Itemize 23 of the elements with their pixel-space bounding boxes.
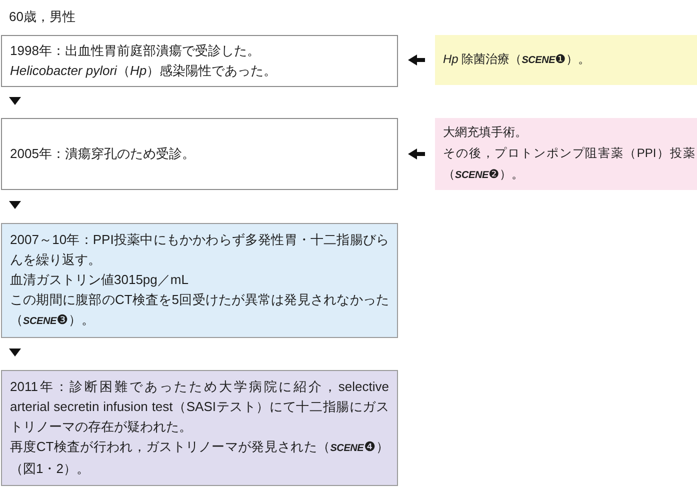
event-box	[1, 223, 398, 338]
event-box	[1, 370, 398, 486]
event-text: この期間に腹部のCT検査を5回受けたが異常は発見されなかった（SCENE❸）。	[10, 290, 389, 328]
treatment-text: Hp 除菌治療（SCENE❶）。	[443, 51, 592, 68]
arrow	[9, 348, 21, 356]
arrow	[9, 97, 21, 105]
treatment-text: 大網充填手術。	[443, 124, 528, 141]
event-text: 再度CT検査が行われ，ガストリノーマが発見された（SCENE❹）（図1・2）。	[10, 438, 389, 478]
title-text: 60歳，男性	[9, 8, 76, 26]
treatment-text: その後，プロトンポンプ阻害薬（PPI）投薬（SCENE❷）。	[443, 145, 695, 183]
event-box	[1, 118, 398, 190]
arrow	[408, 148, 425, 160]
treatment-box	[435, 35, 697, 85]
event-text: Helicobacter pylori（Hp）感染陽性であった。	[10, 62, 278, 80]
arrow	[408, 54, 425, 66]
arrow	[9, 201, 21, 209]
event-text: 血清ガストリン値3015pg／mL	[10, 270, 190, 289]
event-box	[1, 35, 398, 87]
event-text: 2011年：診断困難であったため大学病院に紹介，selective arterial secretin infusion test（SASIテスト）にて十二指腸にガストリノーマの存在が疑われた。	[10, 378, 389, 436]
event-text: 2005年：潰瘍穿孔のため受診。	[10, 145, 196, 163]
event-text: 2007～10年：PPI投薬中にもかかわらず多発性胃・十二指腸びらんを繰り返す。	[10, 230, 389, 268]
event-text: 1998年：出血性胃前庭部潰瘍で受診した。	[10, 42, 261, 60]
treatment-box	[435, 118, 697, 190]
